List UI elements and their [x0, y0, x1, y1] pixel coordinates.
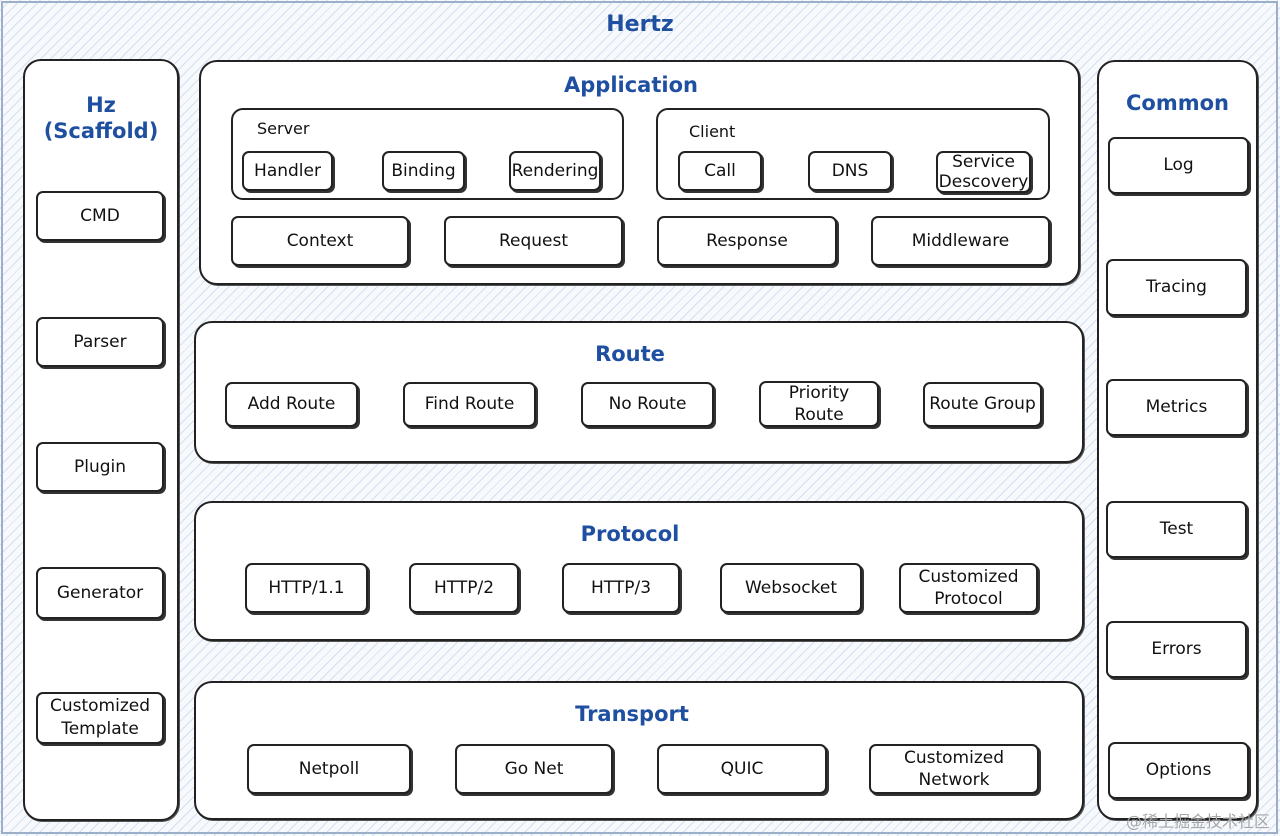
client-label: Client — [689, 122, 736, 141]
transport-go-net: Go Net — [455, 744, 613, 794]
common-errors: Errors — [1106, 621, 1247, 678]
transport-title: Transport — [575, 702, 689, 726]
scaffold-title: Hz (Scaffold) — [43, 93, 159, 144]
protocol-title: Protocol — [580, 522, 680, 546]
route-no: No Route — [581, 382, 714, 427]
application-title: Application — [564, 73, 698, 97]
client-call: Call — [678, 151, 762, 191]
protocol-http3: HTTP/3 — [562, 563, 680, 613]
client-service-discovery: Service Descovery — [936, 151, 1031, 193]
scaffold-customized-template: Customized Template — [36, 692, 164, 744]
server-binding: Binding — [382, 151, 465, 191]
server-label: Server — [257, 119, 310, 138]
app-middleware: Middleware — [871, 216, 1050, 266]
client-dns: DNS — [808, 151, 892, 191]
watermark: @稀土掘金技术社区 — [1125, 812, 1270, 831]
common-title: Common — [1126, 91, 1229, 115]
scaffold-plugin: Plugin — [36, 442, 164, 492]
protocol-websocket: Websocket — [720, 563, 862, 613]
route-priority: Priority Route — [759, 381, 879, 427]
transport-netpoll: Netpoll — [247, 744, 411, 794]
app-request: Request — [444, 216, 623, 266]
server-handler: Handler — [242, 151, 333, 191]
scaffold-generator: Generator — [36, 567, 164, 619]
protocol-http2: HTTP/2 — [409, 563, 519, 613]
transport-quic: QUIC — [657, 744, 827, 794]
common-log: Log — [1108, 137, 1249, 194]
app-response: Response — [657, 216, 837, 266]
common-tracing: Tracing — [1106, 259, 1247, 316]
route-title: Route — [595, 342, 665, 366]
app-context: Context — [231, 216, 409, 266]
protocol-customized: Customized Protocol — [899, 563, 1038, 613]
scaffold-parser: Parser — [36, 317, 164, 367]
protocol-http1: HTTP/1.1 — [245, 563, 368, 613]
route-find: Find Route — [403, 382, 536, 427]
common-metrics: Metrics — [1106, 379, 1247, 436]
route-add: Add Route — [225, 382, 358, 427]
scaffold-cmd: CMD — [36, 191, 164, 241]
diagram-title: Hertz — [606, 12, 674, 37]
common-options: Options — [1108, 742, 1249, 799]
transport-customized: Customized Network — [869, 744, 1039, 794]
server-rendering: Rendering — [509, 151, 601, 191]
common-test: Test — [1106, 501, 1247, 558]
route-group: Route Group — [923, 382, 1042, 427]
